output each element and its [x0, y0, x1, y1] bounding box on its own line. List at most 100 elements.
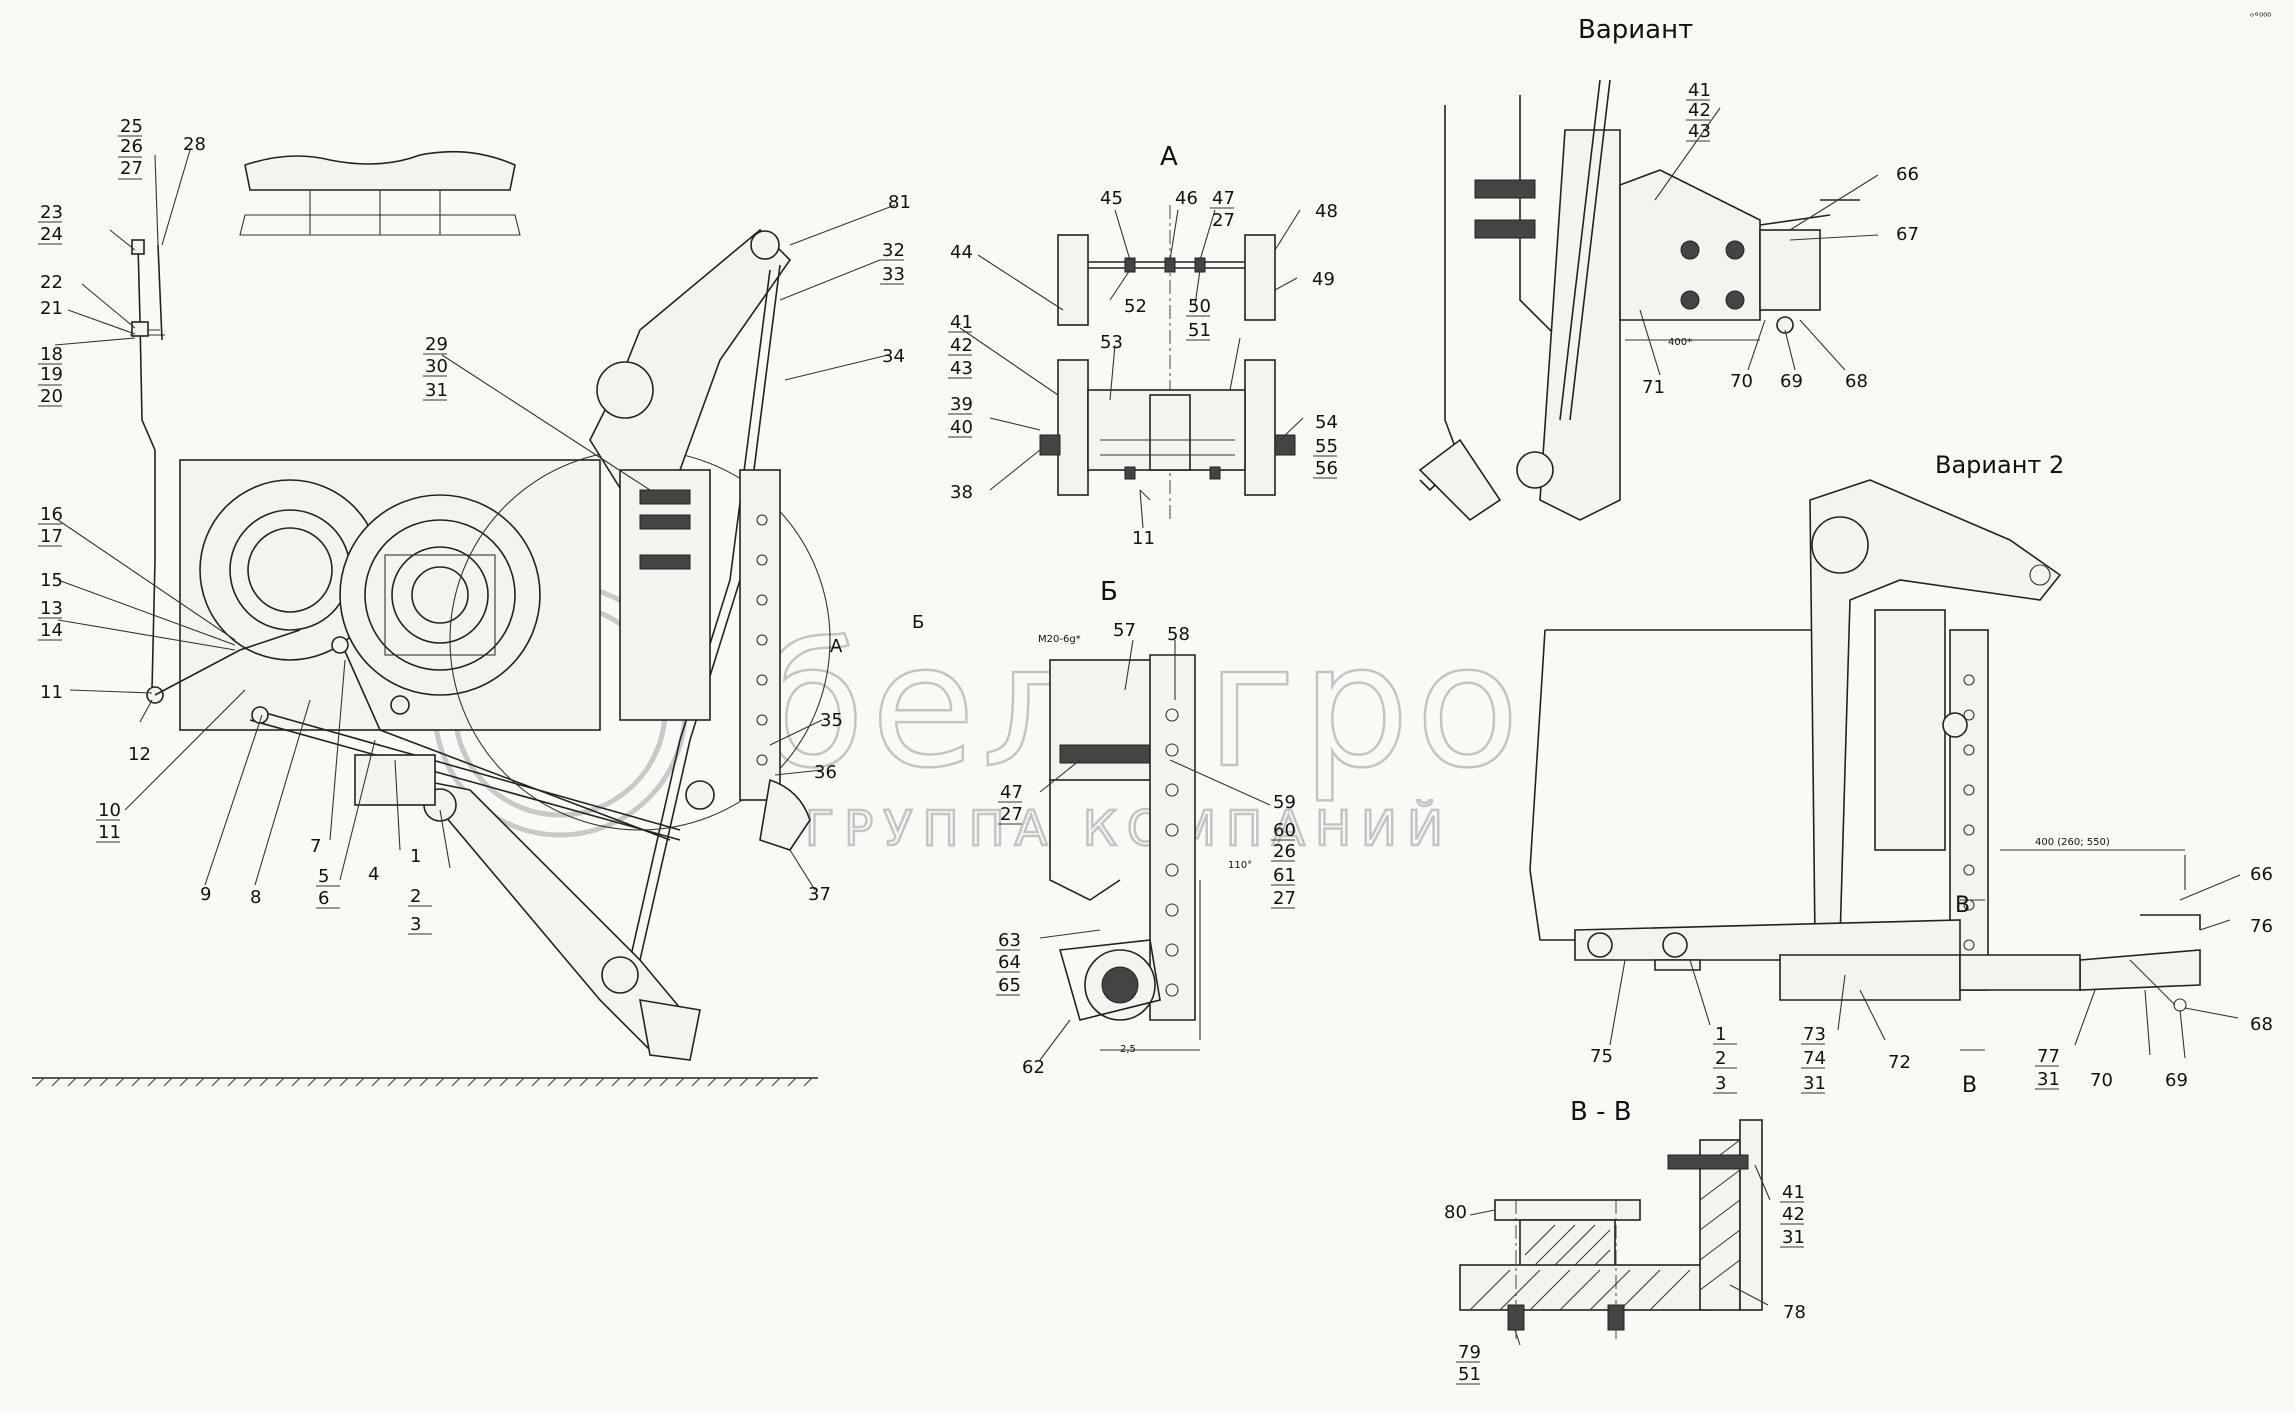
label-1: 1 — [410, 846, 421, 867]
variant-view — [1418, 79, 1860, 522]
label-a42: 42 — [950, 335, 973, 356]
label-8: 8 — [250, 887, 261, 908]
ground-hatch — [35, 1077, 813, 1087]
view-b-title: Б — [1100, 577, 1118, 607]
label-20: 20 — [40, 386, 63, 407]
label-a48: 48 — [1315, 201, 1338, 222]
label-25: 25 — [120, 116, 143, 137]
label-36: 36 — [814, 762, 837, 783]
label-v68: 68 — [1845, 371, 1868, 392]
watermark-tagline: ГРУППА КОМПАНИЙ — [805, 800, 1453, 857]
variant2-cylinder — [1874, 609, 1946, 851]
label-v71: 71 — [1642, 377, 1665, 398]
label-9: 9 — [200, 884, 211, 905]
label-a40: 40 — [950, 417, 973, 438]
label-v69: 69 — [1780, 371, 1803, 392]
label-b26: 26 — [1273, 841, 1296, 862]
cut-mark-b: Б — [912, 612, 924, 633]
label-s51: 51 — [1458, 1364, 1481, 1385]
label-21: 21 — [40, 298, 63, 319]
label-w77: 77 — [2037, 1046, 2060, 1067]
label-v70: 70 — [1730, 371, 1753, 392]
label-b63: 63 — [998, 930, 1021, 951]
label-w66: 66 — [2250, 864, 2273, 885]
label-a39: 39 — [950, 394, 973, 415]
label-b59: 59 — [1273, 792, 1296, 813]
dim-variant2: 400 (260; 550) — [2035, 837, 2110, 848]
label-w31b: 31 — [2037, 1069, 2060, 1090]
label-w68: 68 — [2250, 1014, 2273, 1035]
final-drive-housing — [339, 494, 541, 696]
label-19: 19 — [40, 364, 63, 385]
label-23: 23 — [40, 202, 63, 223]
callout-underlines — [38, 99, 2059, 1385]
dim-gap: 2,5 — [1120, 1044, 1136, 1055]
label-a38: 38 — [950, 482, 973, 503]
hydraulic-cylinder — [619, 469, 711, 721]
label-b57: 57 — [1113, 620, 1136, 641]
label-24: 24 — [40, 224, 63, 245]
label-s41: 41 — [1782, 1182, 1805, 1203]
label-a11: 11 — [1132, 528, 1155, 549]
label-w76: 76 — [2250, 916, 2273, 937]
label-7: 7 — [310, 836, 321, 857]
main-side-view — [32, 150, 831, 1087]
dim-thread: М20-6g* — [1038, 634, 1081, 645]
label-34: 34 — [882, 346, 905, 367]
label-10: 10 — [98, 800, 121, 821]
dim-angle: 110° — [1228, 860, 1252, 871]
label-b65: 65 — [998, 975, 1021, 996]
label-29: 29 — [425, 334, 448, 355]
label-v43: 43 — [1688, 121, 1711, 142]
label-26: 26 — [120, 136, 143, 157]
label-v66: 66 — [1896, 164, 1919, 185]
label-w31: 31 — [1803, 1073, 1826, 1094]
label-a43: 43 — [950, 358, 973, 379]
label-a27: 27 — [1212, 210, 1235, 231]
label-a44: 44 — [950, 242, 973, 263]
label-v42: 42 — [1688, 100, 1711, 121]
label-a47: 47 — [1212, 188, 1235, 209]
label-w3: 3 — [1715, 1073, 1726, 1094]
label-v41: 41 — [1688, 80, 1711, 101]
label-a41: 41 — [950, 312, 973, 333]
label-31: 31 — [425, 380, 448, 401]
label-w75: 75 — [1590, 1046, 1613, 1067]
label-17: 17 — [40, 526, 63, 547]
control-rod — [137, 244, 156, 691]
variant-title: Вариант — [1578, 15, 1693, 45]
label-s78: 78 — [1783, 1302, 1806, 1323]
section-mark-bottom: В — [1962, 1073, 1977, 1098]
label-2: 2 — [410, 886, 421, 907]
label-15: 15 — [40, 570, 63, 591]
label-5: 5 — [318, 866, 329, 887]
label-12: 12 — [128, 744, 151, 765]
label-6: 6 — [318, 888, 329, 909]
label-b27: 27 — [1000, 804, 1023, 825]
label-w70: 70 — [2090, 1070, 2113, 1091]
section-vv — [1459, 1119, 1763, 1340]
label-a46: 46 — [1175, 188, 1198, 209]
label-b27b: 27 — [1273, 888, 1296, 909]
label-16: 16 — [40, 504, 63, 525]
callout-labels: 25 26 27 28 23 24 22 21 18 19 20 16 17 1… — [40, 80, 2273, 1385]
label-w1: 1 — [1715, 1024, 1726, 1045]
label-14: 14 — [40, 620, 63, 641]
label-30: 30 — [425, 356, 448, 377]
label-a49: 49 — [1312, 269, 1335, 290]
variant-2-title: Вариант 2 — [1935, 451, 2064, 479]
label-s42: 42 — [1782, 1204, 1805, 1225]
label-27: 27 — [120, 158, 143, 179]
label-w74: 74 — [1803, 1048, 1826, 1069]
label-33: 33 — [882, 264, 905, 285]
view-b — [1049, 654, 1201, 1051]
label-13: 13 — [40, 598, 63, 619]
label-b58: 58 — [1167, 624, 1190, 645]
label-22: 22 — [40, 272, 63, 293]
variant-hook — [1759, 229, 1821, 311]
label-a56: 56 — [1315, 458, 1338, 479]
variant-2-view — [1529, 479, 2201, 1051]
corner-mark: ᵒ°⁰⁰⁰ — [2250, 12, 2271, 23]
